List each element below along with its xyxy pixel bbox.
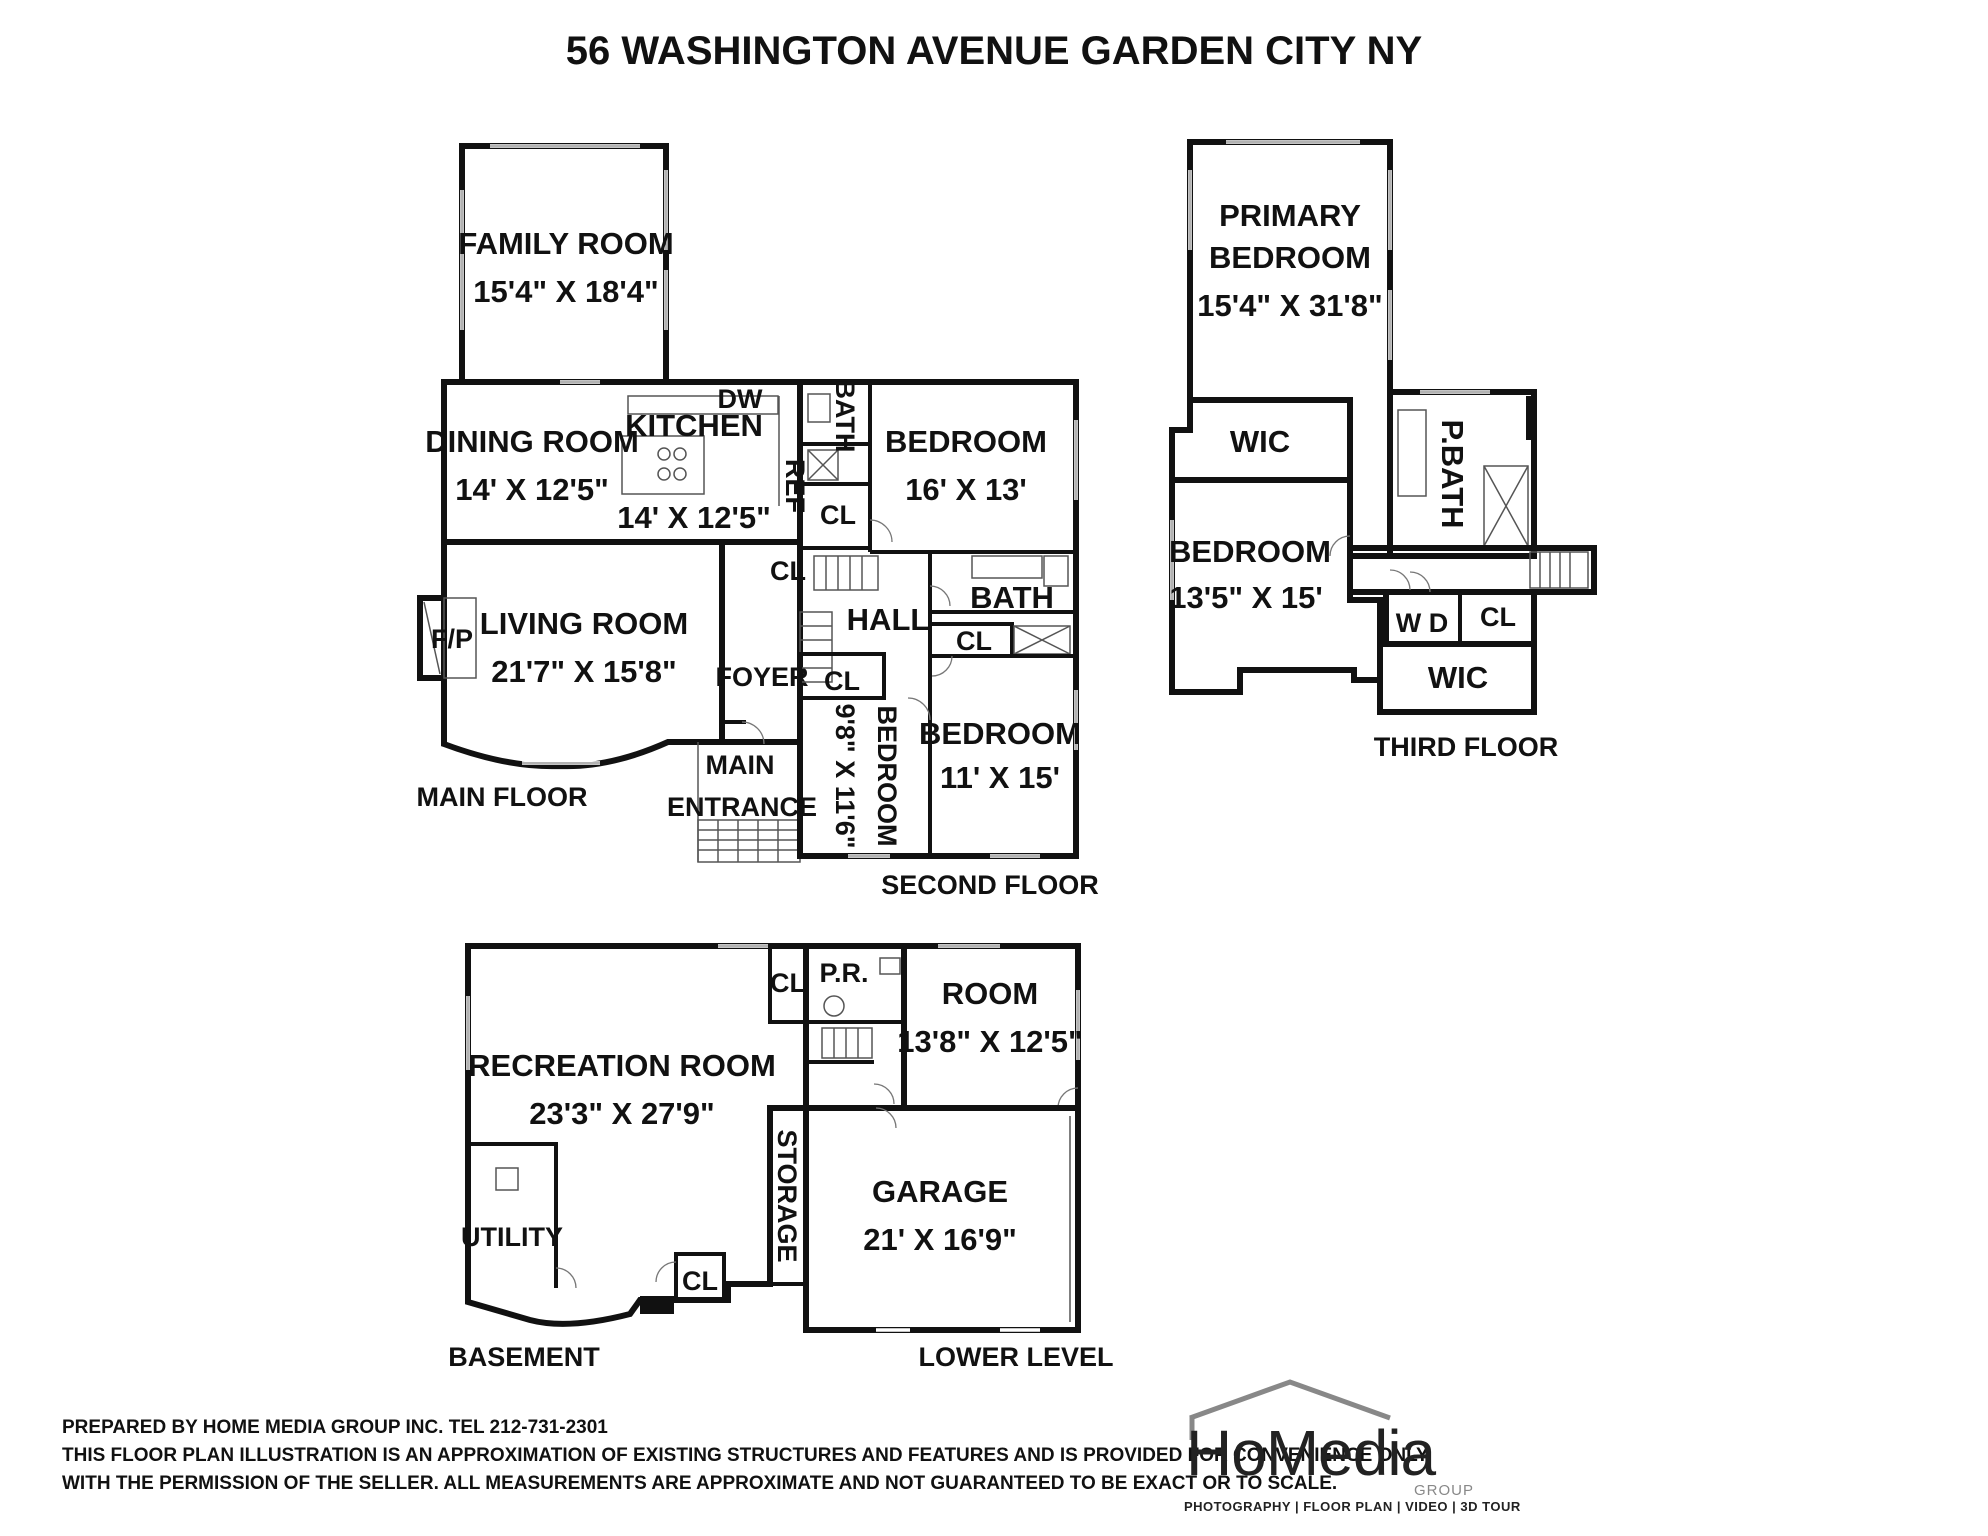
bedroom-11-dims: 11' X 15': [940, 760, 1060, 795]
bedroom-16-name: BEDROOM: [885, 424, 1047, 459]
logo-tagline: PHOTOGRAPHY | FLOOR PLAN | VIDEO | 3D TO…: [1184, 1499, 1521, 1514]
family-room-walls: [459, 143, 669, 385]
closet-label-2: CL: [770, 556, 806, 586]
wic-label-1: WIC: [1230, 424, 1290, 459]
fireplace-label: F/P: [431, 624, 473, 654]
dining-room-name: DINING ROOM: [425, 424, 639, 459]
wic-label-2: WIC: [1428, 660, 1488, 695]
hall-label: HALL: [847, 602, 930, 637]
kitchen-name: KITCHEN: [625, 408, 763, 443]
foyer-label: FOYER: [715, 662, 808, 692]
room-name: ROOM: [942, 976, 1038, 1011]
recreation-room-name: RECREATION ROOM: [468, 1048, 776, 1083]
lower-level-label: LOWER LEVEL: [919, 1342, 1114, 1372]
homedia-logo: HoMedia GROUP PHOTOGRAPHY | FLOOR PLAN |…: [1176, 1372, 1520, 1522]
bath-label: BATH: [970, 580, 1054, 615]
second-floor-label: SECOND FLOOR: [881, 870, 1099, 900]
recreation-room-dims: 23'3" X 27'9": [529, 1096, 715, 1131]
third-hallway-walls: [1347, 545, 1597, 595]
garage-name: GARAGE: [872, 1174, 1008, 1209]
credits-line-2: THIS FLOOR PLAN ILLUSTRATION IS AN APPRO…: [62, 1445, 1429, 1466]
garage-walls: [803, 1105, 1081, 1333]
logo-group: GROUP: [1414, 1482, 1475, 1499]
bedroom-11-name: BEDROOM: [919, 716, 1081, 751]
kitchen-dims: 14' X 12'5": [617, 500, 771, 535]
closet-label-1: CL: [820, 500, 856, 530]
primary-bedroom-name-2: BEDROOM: [1209, 240, 1371, 275]
living-room-dims: 21'7" X 15'8": [491, 654, 677, 689]
bedroom-small-name: BEDROOM: [872, 706, 902, 847]
logo-brand: HoMedia: [1186, 1417, 1436, 1489]
bedroom-13-dims: 13'5" X 15': [1169, 580, 1323, 615]
wic-bottom-walls: [1377, 641, 1537, 715]
closet-label-4: CL: [824, 666, 860, 696]
garage-dims: 21' X 16'9": [863, 1222, 1017, 1257]
closet-label-6: CL: [682, 1266, 718, 1296]
plan-title: 56 WASHINGTON AVENUE GARDEN CITY NY: [566, 29, 1423, 73]
main-entrance-label-2: ENTRANCE: [667, 792, 817, 822]
bedroom-13-name: BEDROOM: [1169, 534, 1331, 569]
family-room-name: FAMILY ROOM: [458, 226, 673, 261]
storage-label: STORAGE: [772, 1129, 802, 1262]
main-entrance-label-1: MAIN: [706, 750, 775, 780]
second-floor: [797, 379, 1079, 859]
closet-label-3: CL: [956, 626, 992, 656]
credits-block: PREPARED BY HOME MEDIA GROUP INC. TEL 21…: [62, 1414, 1429, 1498]
credits-line-1: PREPARED BY HOME MEDIA GROUP INC. TEL 21…: [62, 1417, 608, 1438]
living-room-walls: [441, 539, 725, 770]
credits-line-3: WITH THE PERMISSION OF THE SELLER. ALL M…: [62, 1473, 1338, 1494]
bedroom-small-dims: 9'8" X 11'6": [830, 703, 860, 848]
third-floor-label: THIRD FLOOR: [1374, 732, 1558, 762]
family-room-dims: 15'4" X 18'4": [473, 274, 659, 309]
closet-label-5: CL: [1480, 602, 1516, 632]
dishwasher-label: DW: [718, 384, 763, 414]
utility-label: UTILITY: [461, 1222, 563, 1252]
powder-room-label: P.R.: [819, 958, 868, 988]
room-dims: 13'8" X 12'5": [897, 1024, 1083, 1059]
primary-bedroom-name-1: PRIMARY: [1219, 198, 1361, 233]
dining-room-dims: 14' X 12'5": [455, 472, 609, 507]
bedroom-16-dims: 16' X 13': [905, 472, 1027, 507]
basement-label: BASEMENT: [448, 1342, 600, 1372]
washer-dryer-label: W D: [1396, 608, 1448, 638]
pbath-label: P.BATH: [1435, 419, 1470, 528]
logo-house-icon: [1189, 1379, 1391, 1440]
main-floor-label: MAIN FLOOR: [417, 782, 588, 812]
primary-bedroom-dims: 15'4" X 31'8": [1197, 288, 1383, 323]
bath-small-label: BATH: [830, 380, 860, 453]
lower-floors: [465, 943, 1081, 1333]
third-floor: [1169, 139, 1597, 715]
basement-walls: [465, 943, 809, 1327]
closet-label-7: CL: [770, 968, 806, 998]
living-room-name: LIVING ROOM: [480, 606, 688, 641]
